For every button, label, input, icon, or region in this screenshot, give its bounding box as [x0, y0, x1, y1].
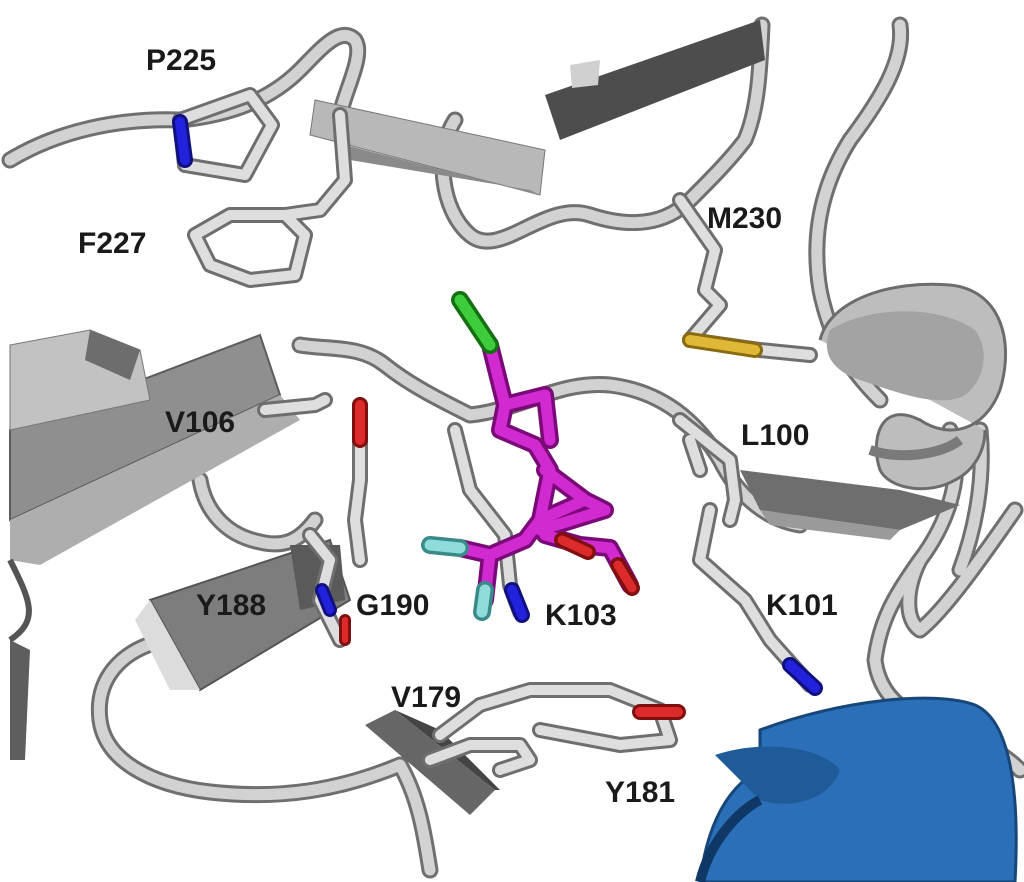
helix-right: [818, 282, 1008, 491]
helix-blue: [695, 696, 1018, 882]
label-m230: M230: [707, 202, 782, 235]
label-l100: L100: [741, 419, 809, 452]
label-g190: G190: [356, 589, 429, 622]
label-f227: F227: [78, 227, 146, 260]
residue-labels: P225 F227 M230 V106 L100 Y188 G190 K103 …: [78, 44, 838, 809]
label-k101: K101: [766, 589, 838, 622]
label-y181: Y181: [605, 776, 675, 809]
ligand: [421, 291, 640, 621]
label-v179: V179: [391, 681, 461, 714]
heteroatoms: [172, 114, 823, 720]
label-v106: V106: [165, 406, 235, 439]
label-p225: P225: [146, 44, 216, 77]
label-y188: Y188: [196, 589, 266, 622]
label-k103: K103: [545, 599, 617, 632]
